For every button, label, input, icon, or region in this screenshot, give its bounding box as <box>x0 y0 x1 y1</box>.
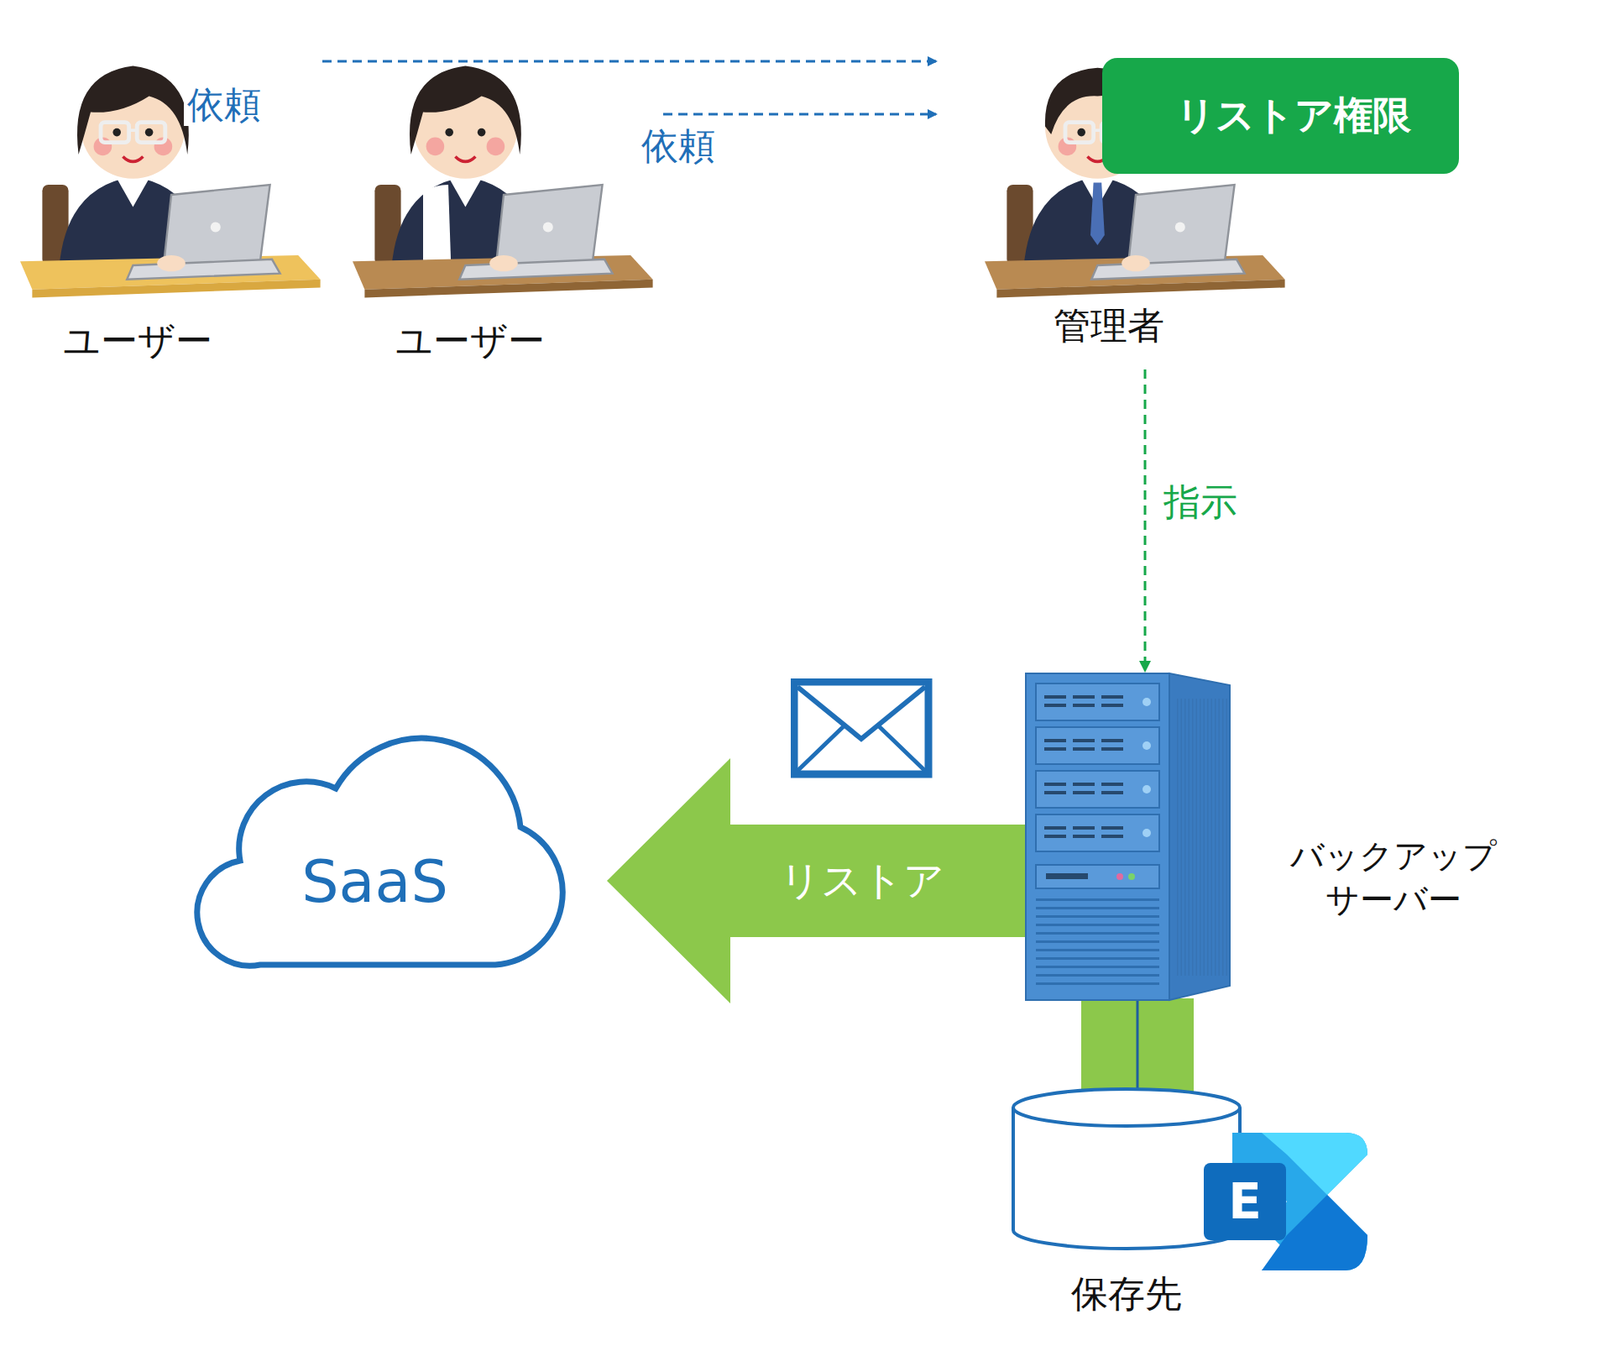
permission-badge: リストア権限 <box>1102 57 1459 174</box>
edge-label: リストア <box>776 857 948 904</box>
person-node: ユーザー <box>352 33 664 370</box>
mail-icon <box>790 678 934 780</box>
storage-node: 保存先 <box>1009 1087 1244 1255</box>
person-illustration <box>20 33 323 301</box>
storage-cylinder <box>1009 1087 1371 1274</box>
edge-label: 依頼 <box>637 125 719 168</box>
instruction-arrow <box>1144 369 1147 670</box>
node-label: 保存先 <box>1009 1271 1244 1317</box>
edge-label: 依頼 <box>183 83 265 127</box>
server-illustration <box>1025 673 1230 1000</box>
cloud-label: SaaS <box>301 852 449 911</box>
request-arrow <box>663 113 936 116</box>
person-node: ユーザー <box>20 33 323 370</box>
node-label: バックアップ サーバー <box>1287 833 1500 921</box>
saas-cloud: SaaS <box>167 734 582 970</box>
node-label: 管理者 <box>952 303 1265 349</box>
backup-server: バックアップ サーバー <box>1025 673 1230 1000</box>
restore-arrow <box>606 758 1028 1004</box>
person-illustration <box>352 33 655 301</box>
node-label: ユーザー <box>20 318 256 364</box>
node-label: ユーザー <box>352 318 588 364</box>
request-arrow <box>322 60 936 63</box>
person-node: 管理者 リストア権限 <box>935 33 1474 370</box>
badge-text: リストア権限 <box>1176 92 1412 139</box>
edge-label: 指示 <box>1160 481 1241 524</box>
logo-letter: E <box>1203 1162 1287 1240</box>
